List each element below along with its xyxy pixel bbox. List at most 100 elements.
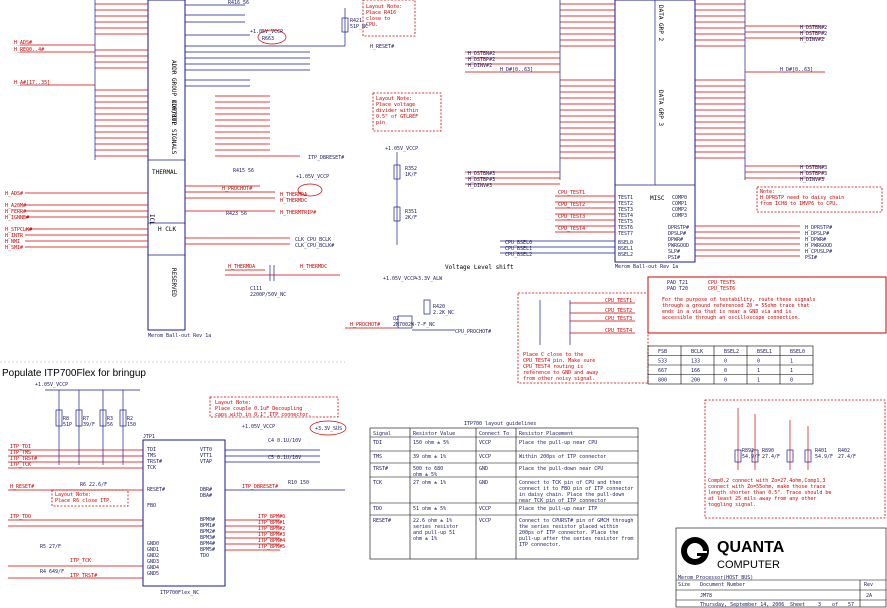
fsb-cell: 0 bbox=[724, 368, 727, 374]
itp-cell: TRST# bbox=[373, 466, 388, 472]
cpu-block-left: ADDR GROUP CONTROL XDP/ITP SIGNALS THERM… bbox=[5, 0, 345, 339]
itp-header-cell: Signal bbox=[373, 431, 391, 437]
itp-pin-right: BPM1# bbox=[200, 523, 215, 529]
net-itp-bpm1: ITP_BPM#1 bbox=[258, 520, 285, 526]
net-vccp-top: +1.05V_VCCP bbox=[250, 29, 283, 35]
itp-cell: 51 ohm ± 5% bbox=[413, 506, 446, 512]
itp-pin-left: GND4 bbox=[147, 565, 159, 571]
pin-psi: PSI# bbox=[668, 255, 680, 261]
itp-pin-left: TMS bbox=[147, 453, 156, 459]
itp-pin-right: TDO bbox=[200, 553, 209, 559]
itp-cell: GND bbox=[479, 480, 488, 486]
net-cpu-prochot: CPU_PROCHOT# bbox=[455, 329, 491, 335]
cpu-label-data0: DATA GRP 2 bbox=[657, 5, 664, 42]
r5-label: R5 27/F bbox=[40, 544, 61, 550]
cpu-test3-label: CPU_TEST3 bbox=[605, 316, 632, 322]
pin-test4: TEST4 bbox=[618, 213, 633, 219]
pad-t20: PAD T20 bbox=[667, 286, 688, 292]
pin-test7: TEST7 bbox=[618, 231, 633, 237]
r423-label: R423 56 bbox=[226, 211, 247, 217]
net-cpu-bsel0: CPU_BSEL0 bbox=[505, 240, 532, 246]
itp-section: Populate ITP700Flex for bringup +1.05V_V… bbox=[0, 361, 347, 596]
date-line: Thursday, September 14, 2006 bbox=[700, 602, 784, 608]
itp-cell: TMS bbox=[373, 454, 382, 460]
title-block: QUANTA COMPUTER Merom Processor(HOST BUS… bbox=[675, 527, 887, 608]
net-dinv2-right: H_DINV#2 bbox=[800, 37, 824, 43]
itp-cell: Place the pull-up near ITP bbox=[519, 506, 597, 512]
cpu-test1-label: CPU_TEST1 bbox=[605, 298, 632, 304]
pin-comp1: COMP1 bbox=[672, 201, 687, 207]
itp-header-cell: Connect To bbox=[479, 431, 509, 437]
net-h-reset: H_RESET# bbox=[370, 44, 394, 50]
fsb-cell: 166 bbox=[691, 368, 700, 374]
net-h-cpuslp: H_CPUSLP# bbox=[805, 249, 832, 255]
cpu-label-misc: MISC bbox=[650, 195, 665, 202]
fsb-cell: 133 bbox=[691, 359, 700, 365]
net-dstbn2-left: H_DSTBN#2 bbox=[468, 51, 495, 57]
net-dinv3-right: H_DINV#3 bbox=[800, 177, 824, 183]
pin-comp3: COMP3 bbox=[672, 213, 687, 219]
pin-bsel2: BSEL2 bbox=[618, 252, 633, 258]
itp-pin-left: TDI bbox=[147, 447, 156, 453]
project-label: JM78 bbox=[700, 593, 712, 599]
heading-populate-itp: Populate ITP700Flex for bringup bbox=[2, 368, 146, 379]
net-itp-trst: ITP_TRST# bbox=[10, 456, 37, 462]
itp-pin-left: GND1 bbox=[147, 547, 159, 553]
pin-test2: TEST2 bbox=[618, 201, 633, 207]
pin-comp2: COMP2 bbox=[672, 207, 687, 213]
net-itp-bpm2: ITP_BPM#2 bbox=[258, 526, 285, 532]
testability-box: PAD T21 PAD T20 CPU_TEST5 CPU_TEST6 For … bbox=[647, 276, 887, 334]
itp-cell: 39 ohm ± 1% bbox=[413, 454, 446, 460]
net-cpu-test4: CPU_TEST4 bbox=[558, 226, 585, 232]
itp-header-cell: Resistor Value bbox=[413, 431, 455, 437]
net-itp-tms: ITP_TMS bbox=[10, 450, 31, 456]
note-testability: For the purpose of testability, route th… bbox=[662, 297, 816, 321]
net-itp-bpm3: ITP_BPM#3 bbox=[258, 532, 285, 538]
fsb-cell: 1 bbox=[790, 359, 793, 365]
cpu-block-right: DATA GRP 2 DATA GRP 3 MISC Merom Ball-ou… bbox=[465, 0, 832, 270]
sheet-total: 57 bbox=[848, 602, 854, 608]
net-cpu-test5: CPU_TEST5 bbox=[708, 280, 735, 286]
fsb-cell: 0 bbox=[790, 378, 793, 384]
itp-right-pins: VTT0VTT1VTAPDBR#DBA#BPM0#BPM1#BPM2#BPM3#… bbox=[200, 447, 215, 559]
itp-connector bbox=[142, 439, 226, 587]
net-dinv3-left: H_DINV#3 bbox=[468, 183, 492, 189]
net-h-a20m: H_A20M# bbox=[5, 203, 26, 209]
cpu-label-icl: ICL bbox=[148, 214, 155, 225]
cpu-left-body bbox=[147, 0, 186, 331]
cpu-test2-label: CPU_TEST2 bbox=[605, 308, 632, 314]
fsb-cell: 800 bbox=[658, 378, 667, 384]
itp-part: ITP700Flex_NC bbox=[160, 590, 199, 596]
itp-cell: Place the pull-down near CPU bbox=[519, 466, 603, 472]
net-vccp-itp: +1.05V_VCCP bbox=[35, 382, 68, 388]
pin-dprstp: DPRSTP# bbox=[668, 225, 689, 231]
pin-pwrgood: PWRGOOD bbox=[668, 243, 689, 249]
net-hd-left: H_D#[0..63] bbox=[500, 67, 533, 73]
net-h-intr: H_INTR bbox=[5, 233, 24, 239]
itp-cell: TDI bbox=[373, 440, 382, 446]
net-clk-bclk-n: CLK_CPU_BCLK# bbox=[295, 243, 334, 249]
net-h-thermdc: H_THERMDC bbox=[280, 198, 307, 204]
net-cpu-bsel1: CPU_BSEL1 bbox=[505, 246, 532, 252]
itp-pin-right: VTAP bbox=[200, 459, 212, 465]
fsb-header-cell: BCLK bbox=[691, 349, 703, 355]
fsb-cell: 0 bbox=[724, 378, 727, 384]
net-h-a: H_A#[17..35] bbox=[14, 80, 50, 86]
